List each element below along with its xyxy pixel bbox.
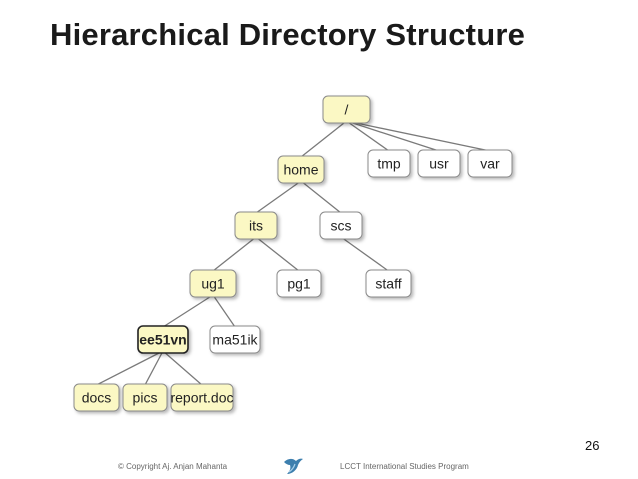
- footer-copyright: © Copyright Aj. Anjan Mahanta: [118, 462, 228, 471]
- folder-node-label: pics: [133, 390, 158, 406]
- tree-edge-scs-staff: [340, 236, 389, 272]
- folder-node-label: pg1: [287, 276, 311, 292]
- folder-node-report[interactable]: report.doc: [170, 383, 234, 412]
- tree-edge-ee51vn-pics: [144, 350, 164, 386]
- tree-edge-ee51vn-docs: [96, 350, 164, 386]
- folder-node-usr[interactable]: usr: [417, 149, 461, 178]
- folder-node-box: [234, 211, 278, 240]
- folder-node-staff[interactable]: staff: [365, 269, 412, 298]
- folder-node-box: [277, 155, 325, 184]
- folder-node-tmp[interactable]: tmp: [367, 149, 411, 178]
- folder-node-ee51vn[interactable]: ee51vn: [137, 325, 189, 354]
- folder-node-box: [319, 211, 363, 240]
- tree-edge-root-usr: [346, 120, 440, 152]
- folder-node-pg1[interactable]: pg1: [276, 269, 322, 298]
- folder-node-label: ma51ik: [212, 332, 258, 348]
- folder-node-label: ug1: [201, 276, 225, 292]
- bird-logo-icon: [284, 458, 303, 474]
- folder-node-label: its: [249, 218, 263, 234]
- folder-node-label: scs: [331, 218, 352, 234]
- folder-node-box: [137, 325, 189, 354]
- folder-node-box: [122, 383, 168, 412]
- folder-node-its[interactable]: its: [234, 211, 278, 240]
- footer-program: LCCT International Studies Program: [340, 462, 469, 471]
- tree-edge-root-tmp: [346, 120, 390, 152]
- folder-node-label: home: [283, 162, 318, 178]
- folder-node-box: [367, 149, 411, 178]
- folder-node-box: [322, 95, 371, 124]
- folder-node-root[interactable]: /: [322, 95, 371, 124]
- folder-node-box: [365, 269, 412, 298]
- tree-edge-its-pg1: [255, 236, 300, 272]
- page-number: 26: [585, 438, 600, 453]
- folder-node-box: [170, 383, 234, 412]
- folder-node-box: [73, 383, 120, 412]
- tree-edge-ee51vn-report: [162, 350, 203, 386]
- folder-node-label: /: [345, 102, 349, 118]
- tree-edge-home-its: [255, 180, 302, 214]
- folder-node-label: docs: [82, 390, 112, 406]
- folder-node-label: tmp: [377, 156, 401, 172]
- tree-nodes: / home tmp usr var its scs ug1 pg1 staff ee51vn ma5…: [73, 95, 513, 412]
- folder-node-label: usr: [429, 156, 449, 172]
- folder-node-var[interactable]: var: [467, 149, 513, 178]
- tree-edge-ug1-ma51ik: [212, 294, 236, 328]
- folder-node-label: var: [480, 156, 500, 172]
- folder-node-box: [189, 269, 237, 298]
- folder-node-home[interactable]: home: [277, 155, 325, 184]
- folder-node-label: ee51vn: [139, 332, 186, 348]
- tree-edge-root-home: [300, 120, 347, 158]
- folder-node-ma51ik[interactable]: ma51ik: [209, 325, 261, 354]
- tree-edge-home-scs: [300, 180, 342, 214]
- folder-node-box: [417, 149, 461, 178]
- folder-node-label: report.doc: [170, 390, 233, 406]
- tree-edge-root-var: [346, 120, 491, 152]
- folder-node-pics[interactable]: pics: [122, 383, 168, 412]
- folder-node-box: [276, 269, 322, 298]
- folder-node-scs[interactable]: scs: [319, 211, 363, 240]
- folder-node-label: staff: [375, 276, 401, 292]
- folder-node-box: [467, 149, 513, 178]
- slide-title: Hierarchical Directory Structure: [50, 17, 526, 52]
- tree-edges: [96, 120, 491, 386]
- folder-node-docs[interactable]: docs: [73, 383, 120, 412]
- folder-node-ug1[interactable]: ug1: [189, 269, 237, 298]
- tree-edge-ug1-ee51vn: [162, 294, 214, 328]
- tree-edge-its-ug1: [212, 236, 257, 272]
- folder-node-box: [209, 325, 261, 354]
